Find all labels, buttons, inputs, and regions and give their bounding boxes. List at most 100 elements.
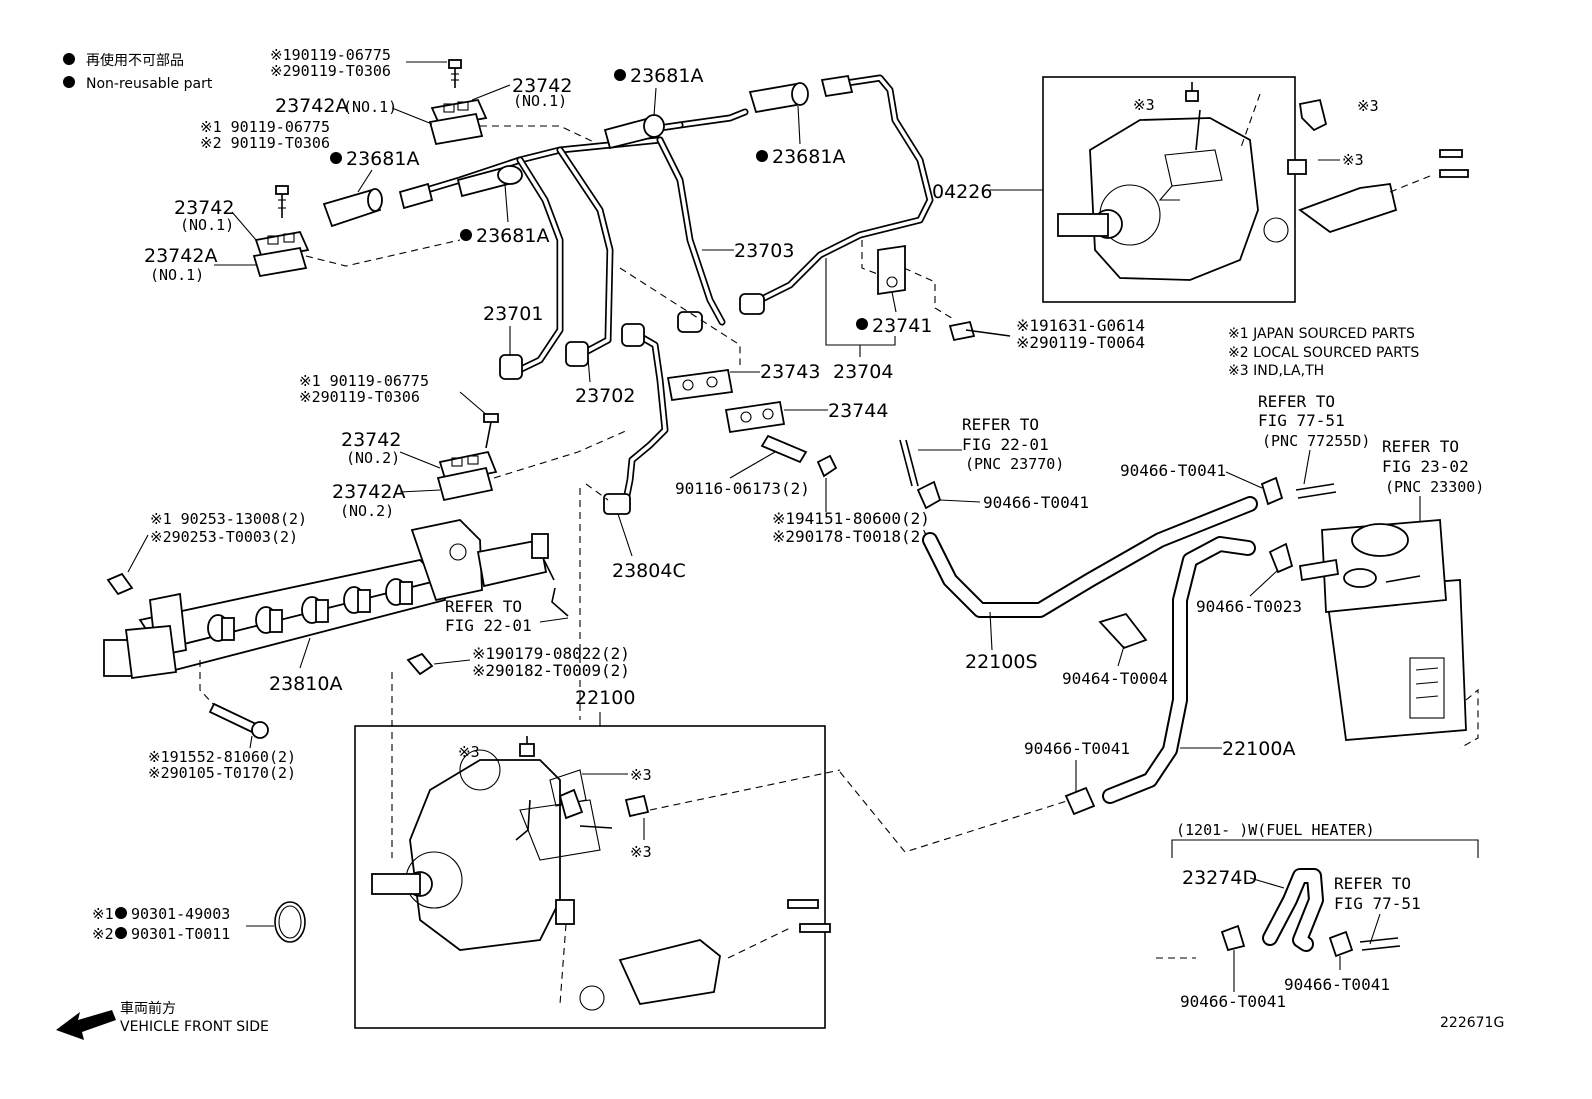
- note3-e: ※3: [630, 766, 652, 784]
- part-23681A-3: 23681A: [476, 225, 549, 247]
- legend-en: Non-reusable part: [86, 76, 213, 92]
- source-notes: ※1 JAPAN SOURCED PARTS ※2 LOCAL SOURCED …: [1228, 326, 1419, 379]
- refer-b-1: REFER TO: [1258, 392, 1335, 411]
- refer-d-2: FIG 22-01: [445, 616, 532, 635]
- note3-f: ※3: [630, 843, 652, 861]
- clamp-icon: [666, 368, 786, 434]
- refer-a-3: (PNC 23770): [965, 455, 1064, 473]
- hose-22100A: [1102, 536, 1256, 804]
- note-japan: ※1 JAPAN SOURCED PARTS: [1228, 326, 1415, 342]
- hose-clip-icon: [1098, 612, 1148, 650]
- part-23742A-left: 23742A: [144, 245, 217, 267]
- part-23742A-left-no: (NO.1): [150, 266, 204, 284]
- hose-clip-icon: [1260, 476, 1284, 506]
- non-reusable-bullet-icon: [460, 229, 472, 241]
- plug-icon: [106, 572, 134, 596]
- pn-91552-1: ※191552-81060(2): [148, 748, 296, 766]
- pn-94151-2: ※290178-T0018(2): [772, 527, 930, 546]
- refer-c-3: (PNC 23300): [1385, 478, 1484, 496]
- refer-b-3: (PNC 77255D): [1262, 432, 1370, 450]
- pn-90116: 90116-06173(2): [675, 479, 810, 498]
- refer-e-1: REFER TO: [1334, 874, 1411, 893]
- pn-90301-2b: 90301-T0011: [131, 925, 230, 943]
- part-23744: 23744: [828, 400, 888, 422]
- pn-90179-2: ※290182-T0009(2): [472, 661, 630, 680]
- part-23742A-top-no: (NO.1): [343, 98, 397, 116]
- common-rail-icon: [103, 519, 555, 680]
- fuel-heater-bracket: [1171, 839, 1479, 858]
- part-23742-top: 23742: [512, 75, 572, 97]
- hose-clip-icon: [1220, 924, 1354, 958]
- pn-91552-2: ※290105-T0170(2): [148, 764, 296, 782]
- bolt-mid-icon: [483, 413, 499, 449]
- pipe-nut-icon: [499, 293, 765, 380]
- figure-code: 222671G: [1440, 1015, 1504, 1031]
- clip-label-4: 90464-T0004: [1062, 669, 1168, 688]
- part-23704: 23704: [833, 361, 893, 383]
- note3-c: ※3: [1342, 151, 1364, 169]
- bolt-b-label-1: ※1 90119-06775: [200, 118, 330, 136]
- part-23810A: 23810A: [269, 673, 342, 695]
- part-23681A-2: 23681A: [346, 148, 419, 170]
- bolt-c-label-2: ※290119-T0306: [299, 388, 420, 406]
- pn-90301-1: ※1: [92, 905, 114, 923]
- part-23742A-mid: 23742A: [332, 481, 405, 503]
- non-reusable-bullet-icon: [115, 927, 127, 939]
- note3-b: ※3: [1357, 97, 1379, 115]
- bolt-a-label-2: ※290119-T0306: [270, 62, 391, 80]
- part-23702: 23702: [575, 385, 635, 407]
- bracket-left-icon: [252, 230, 310, 278]
- pn-90301-1b: 90301-49003: [131, 905, 230, 923]
- o-ring-icon: [274, 901, 306, 943]
- part-23681A-1: 23681A: [630, 65, 703, 87]
- part-23742-left: 23742: [174, 197, 234, 219]
- bolt-bracket-icon: [948, 320, 1011, 342]
- refer-a-1: REFER TO: [962, 415, 1039, 434]
- sleeve-icon: [322, 74, 854, 228]
- bolt-left-icon: [275, 185, 289, 218]
- part-22100S: 22100S: [965, 651, 1038, 673]
- part-23742-mid-no: (NO.2): [346, 449, 400, 467]
- part-04226: 04226: [932, 181, 992, 203]
- non-reusable-bullet-icon: [115, 907, 127, 919]
- pn-94151-1: ※194151-80600(2): [772, 509, 930, 528]
- pn-90301-2: ※2: [92, 925, 114, 943]
- bracket-top-icon: [428, 98, 488, 146]
- vehicle-front-arrow-icon: [56, 1010, 116, 1040]
- pn-90253-2: ※290253-T0003(2): [150, 528, 298, 546]
- hose-clip-icon: [1064, 786, 1096, 816]
- refer-d-1: REFER TO: [445, 597, 522, 616]
- pn-90253-1: ※1 90253-13008(2): [150, 510, 307, 528]
- supply-pump-small-icon: [1057, 109, 1259, 281]
- part-23743: 23743: [760, 361, 820, 383]
- fuel-filter-icon: [1298, 519, 1467, 741]
- hose-22100S: [922, 496, 1258, 618]
- part-23742-mid: 23742: [341, 429, 401, 451]
- bolt-c-label-1: ※1 90119-06775: [299, 372, 429, 390]
- non-reusable-bullet-icon: [63, 53, 75, 65]
- note3-d: ※3: [458, 743, 480, 761]
- bracket-mid-icon: [436, 450, 498, 502]
- clip-label-2: 90466-T0041: [1120, 461, 1226, 480]
- non-reusable-bullet-icon: [330, 152, 342, 164]
- valve-plug-icon: [519, 736, 831, 1011]
- non-reusable-bullet-icon: [63, 76, 75, 88]
- part-23742A-top: 23742A: [275, 95, 348, 117]
- part-23742-left-no: (NO.1): [180, 216, 234, 234]
- bolt-d-label-1: ※191631-G0614: [1016, 316, 1145, 335]
- clip-label-5: 90466-T0041: [1024, 739, 1130, 758]
- refer-c-2: FIG 23-02: [1382, 457, 1469, 476]
- hose-23274D: [1262, 868, 1324, 952]
- valve-plug-icon: [1185, 82, 1469, 243]
- part-23741: 23741: [872, 315, 932, 337]
- refer-a-2: FIG 22-01: [962, 435, 1049, 454]
- hose-clip-icon: [1268, 542, 1294, 574]
- clip-label-1: 90466-T0041: [983, 493, 1089, 512]
- front-en: VEHICLE FRONT SIDE: [120, 1019, 269, 1035]
- part-23804C: 23804C: [612, 560, 686, 582]
- refer-b-2: FIG 77-51: [1258, 411, 1345, 430]
- part-23701: 23701: [483, 303, 543, 325]
- bolt-b-label-2: ※2 90119-T0306: [200, 134, 330, 152]
- pipe-nut-icon: [603, 493, 631, 515]
